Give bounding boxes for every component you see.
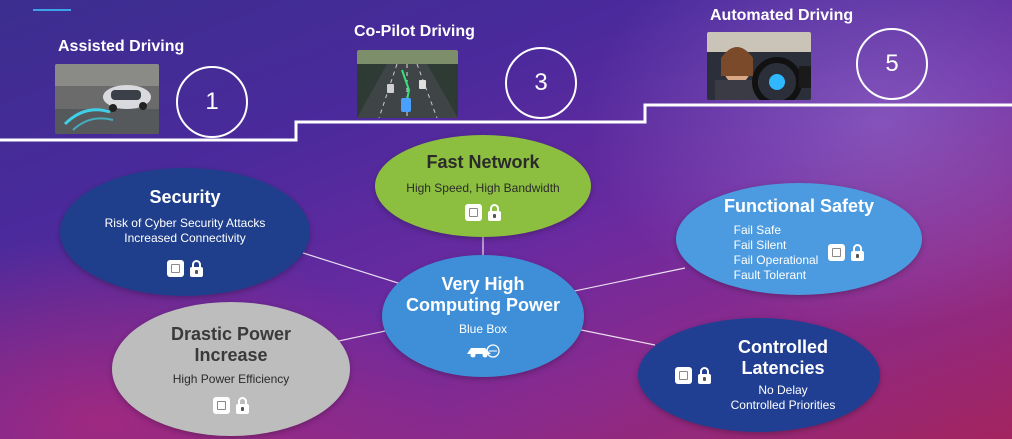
lock-icon <box>488 203 501 221</box>
functional-safety-title: Functional Safety <box>723 195 875 216</box>
driver-photo <box>707 32 811 100</box>
functional-safety-body: Fail Safe Fail Silent Fail Operational F… <box>734 223 865 283</box>
level-1-circle: 1 <box>176 66 248 138</box>
latency-line-1: No Delay <box>758 383 808 397</box>
computing-power-node: Very High Computing Power Blue Box <box>382 255 584 377</box>
power-increase-title: Drastic Power Increase <box>170 324 292 365</box>
security-line-2: Increased Connectivity <box>124 231 246 245</box>
latency-line-2: Controlled Priorities <box>730 398 836 412</box>
power-increase-icons <box>213 397 249 414</box>
security-node: Security Risk of Cyber Security Attacks … <box>60 168 310 296</box>
lock-icon <box>190 260 203 277</box>
fast-network-title: Fast Network <box>426 151 540 172</box>
lock-icon <box>851 244 865 261</box>
functional-safety-icons <box>828 244 865 261</box>
safety-item: Fail Silent <box>733 237 787 252</box>
fast-network-icons <box>465 203 501 221</box>
power-increase-node: Drastic Power Increase High Power Effici… <box>112 302 350 436</box>
security-line-1: Risk of Cyber Security Attacks <box>104 216 266 230</box>
controlled-latencies-node: Controlled Latencies No Delay Controlled… <box>638 318 880 432</box>
controlled-latencies-title: Controlled Latencies <box>738 337 828 378</box>
stage-title-copilot: Co-Pilot Driving <box>354 23 475 40</box>
chip-icon <box>675 366 692 384</box>
car-box-icon <box>465 343 501 359</box>
level-3-circle: 3 <box>505 47 577 119</box>
safety-item: Fail Operational <box>733 252 819 267</box>
functional-safety-node: Functional Safety Fail Safe Fail Silent … <box>676 183 922 295</box>
chip-icon <box>465 203 482 221</box>
controlled-latencies-body: Controlled Latencies No Delay Controlled… <box>675 337 843 413</box>
fast-network-node: Fast Network High Speed, High Bandwidth <box>375 135 591 237</box>
level-5-circle: 5 <box>856 28 928 100</box>
highway-photo <box>357 50 458 118</box>
lock-icon <box>236 397 249 414</box>
power-increase-subtitle: High Power Efficiency <box>172 372 290 386</box>
parking-car-photo <box>55 64 159 134</box>
fast-network-subtitle: High Speed, High Bandwidth <box>406 180 560 195</box>
security-icons <box>167 260 203 277</box>
security-title: Security <box>149 187 221 207</box>
controlled-latencies-text: Controlled Latencies No Delay Controlled… <box>723 337 843 413</box>
stage-title-automated: Automated Driving <box>710 7 854 24</box>
controlled-latencies-icons <box>675 366 711 384</box>
stage-title-assisted: Assisted Driving <box>58 38 185 55</box>
chip-icon <box>213 397 230 414</box>
computing-power-subtitle: Blue Box <box>458 321 508 336</box>
lock-icon <box>698 366 711 384</box>
safety-item: Fail Safe <box>733 222 781 237</box>
computing-power-title: Very High Computing Power <box>406 273 560 315</box>
accent-line <box>33 9 71 11</box>
safety-item: Fault Tolerant <box>733 267 807 282</box>
chip-icon <box>828 244 846 261</box>
functional-safety-list: Fail Safe Fail Silent Fail Operational F… <box>734 223 819 283</box>
chip-icon <box>167 260 184 277</box>
